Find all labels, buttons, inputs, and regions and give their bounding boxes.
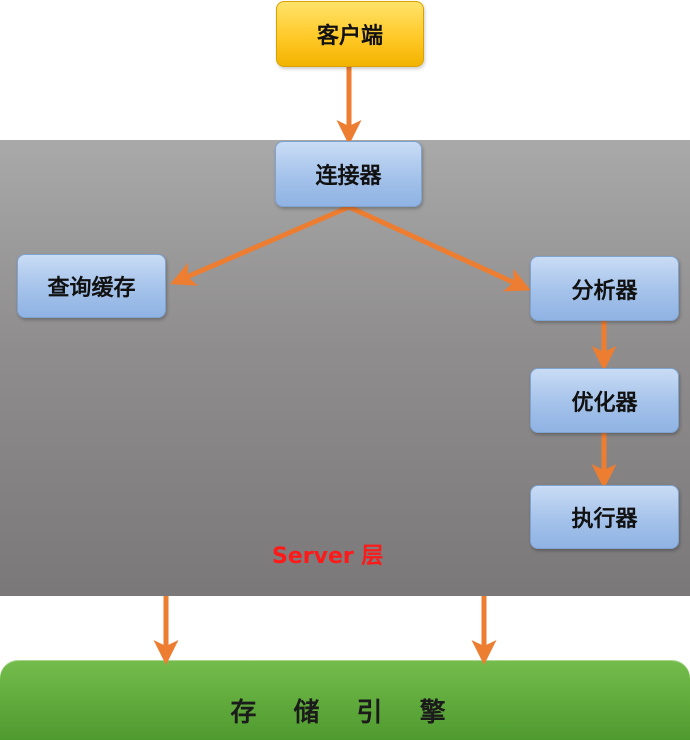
arrow-connector-to-analyzer [347,204,531,292]
server-layer-label: Server 层 [272,544,384,569]
flow-arrows [153,67,617,665]
arrow-connector-to-query-cache [170,204,350,286]
connector-node: 连接器 [275,141,422,207]
client-node: 客户端 [276,1,424,67]
optimizer-node: 优化器 [530,368,679,433]
analyzer-node: 分析器 [530,256,679,321]
executor-node: 执行器 [530,485,679,549]
query-cache-node: 查询缓存 [17,254,166,318]
storage-engine-label: 存 储 引 擎 [230,698,460,728]
